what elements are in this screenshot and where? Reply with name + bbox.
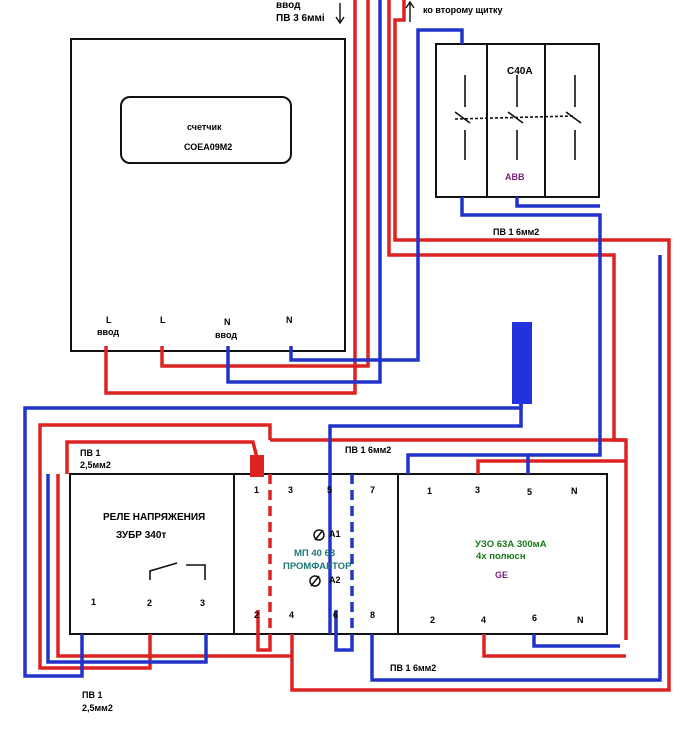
phase-contactor-4-wire — [256, 610, 272, 652]
rcd-box — [397, 473, 608, 635]
contactor-terminal-5: 5 — [327, 485, 333, 495]
relay-terminal-2: 2 — [147, 598, 153, 608]
rcd-brand: GE — [495, 570, 509, 580]
relay-contact-symbol — [149, 562, 206, 580]
relay-box — [69, 473, 235, 635]
rcd-poles: 4х полюсн — [476, 551, 526, 562]
wire-label-pv1-25-bot-2: 2,5мм2 — [82, 703, 113, 713]
contactor-coil-a1: А1 — [329, 529, 341, 539]
relay-title: РЕЛЕ НАПРЯЖЕНИЯ — [103, 512, 206, 523]
phase-relay-coil-wire — [56, 474, 292, 658]
neutral-breaker-out-wire — [460, 197, 602, 440]
rcd-terminal-4: 4 — [481, 615, 487, 625]
neutral-terminal-block — [512, 322, 532, 404]
neutral-breaker-right-wire — [515, 197, 602, 457]
breaker-switch-symbols — [454, 75, 582, 160]
neutral-upper-bus-wire — [328, 374, 523, 474]
to-second-panel-label: ко второму щитку — [423, 5, 503, 15]
rcd-terminal-2: 2 — [430, 615, 436, 625]
neutral-to-rcd-wire — [406, 453, 530, 474]
contactor-brand: ПРОМФАКТОР — [283, 561, 352, 572]
meter-terminal-l-in: L — [106, 315, 112, 325]
meter-terminal-n-in-sub: ввод — [215, 330, 238, 340]
breaker-rating: С40А — [507, 66, 533, 77]
neutral-rcd-6-wire — [532, 634, 620, 648]
direction-arrows — [335, 0, 415, 25]
wire-label-pv1-25-top-2: 2,5мм2 — [80, 460, 111, 470]
contactor-coil-a2: А2 — [329, 575, 341, 585]
contactor-terminal-6: 6 — [333, 610, 339, 620]
wire-label-pv1-6-upper: ПВ 1 6мм2 — [493, 227, 540, 237]
meter-terminal-l: L — [160, 315, 166, 325]
contactor-terminal-2: 2 — [254, 610, 260, 620]
rcd-terminal-5: 5 — [527, 487, 533, 497]
relay-terminal-3: 3 — [200, 598, 206, 608]
coil-symbols — [309, 529, 325, 587]
phase-meter-out-wire — [160, 0, 370, 368]
contactor-terminal-4: 4 — [289, 610, 295, 620]
phase-input-wire — [104, 0, 357, 395]
meter-display — [120, 96, 292, 164]
phase-to-rcd-wire — [270, 438, 626, 474]
contactor-terminal-8: 8 — [370, 610, 376, 620]
wire-label-pv1-25-top-1: ПВ 1 — [80, 448, 101, 458]
neutral-n-out-wire — [370, 255, 662, 682]
rcd-terminal-6: 6 — [532, 613, 538, 623]
wire-label-pv1-6-bottom: ПВ 1 6мм2 — [390, 663, 437, 673]
phase-breaker-in-wire — [290, 0, 671, 692]
meter-terminal-n-in: N — [224, 317, 231, 327]
input-cable-label: ПВ 3 6ммі — [276, 13, 325, 24]
phase-relay-supply-wire — [65, 440, 260, 474]
phase-rcd-out-wire — [482, 634, 626, 658]
meter-model: СОЕА09М2 — [184, 142, 233, 152]
meter-box — [70, 38, 346, 352]
neutral-relay-wire — [46, 474, 208, 664]
meter-terminal-l-in-sub: ввод — [97, 327, 120, 337]
relay-terminal-1: 1 — [91, 597, 97, 607]
relay-model: ЗУБР 340т — [116, 530, 167, 541]
meter-title: счетчик — [187, 122, 222, 132]
phase-relay-lower-wire — [38, 423, 272, 670]
neutral-contactor-6-wire — [334, 610, 354, 652]
input-label: ввод — [276, 0, 301, 11]
wire-label-pv1-25-bot-1: ПВ 1 — [82, 690, 103, 700]
device-outlines — [69, 38, 608, 635]
neutral-bus-wire — [23, 374, 523, 678]
rcd-terminal-n-top: N — [571, 486, 578, 496]
rcd-model: УЗО 63А 300мА — [475, 539, 547, 550]
rcd-terminal-1: 1 — [427, 486, 433, 496]
rcd-terminal-3: 3 — [475, 485, 481, 495]
meter-terminal-n: N — [286, 315, 293, 325]
phase-splice-connector — [250, 455, 264, 477]
rcd-terminal-n-bottom: N — [577, 615, 584, 625]
neutral-wires — [23, 0, 662, 682]
contactor-model: МП 40 63 — [294, 548, 336, 559]
contactor-terminal-7: 7 — [370, 485, 376, 495]
phase-breaker-out-wire — [387, 0, 628, 640]
contactor-terminal-3: 3 — [288, 485, 294, 495]
neutral-meter-out-wire — [289, 28, 464, 362]
wire-label-pv1-6-mid: ПВ 1 6мм2 — [345, 445, 392, 455]
breaker-brand: АВВ — [505, 172, 525, 182]
contactor-terminal-1: 1 — [254, 485, 260, 495]
neutral-input-wire — [226, 0, 382, 384]
phase-wires — [38, 0, 671, 692]
